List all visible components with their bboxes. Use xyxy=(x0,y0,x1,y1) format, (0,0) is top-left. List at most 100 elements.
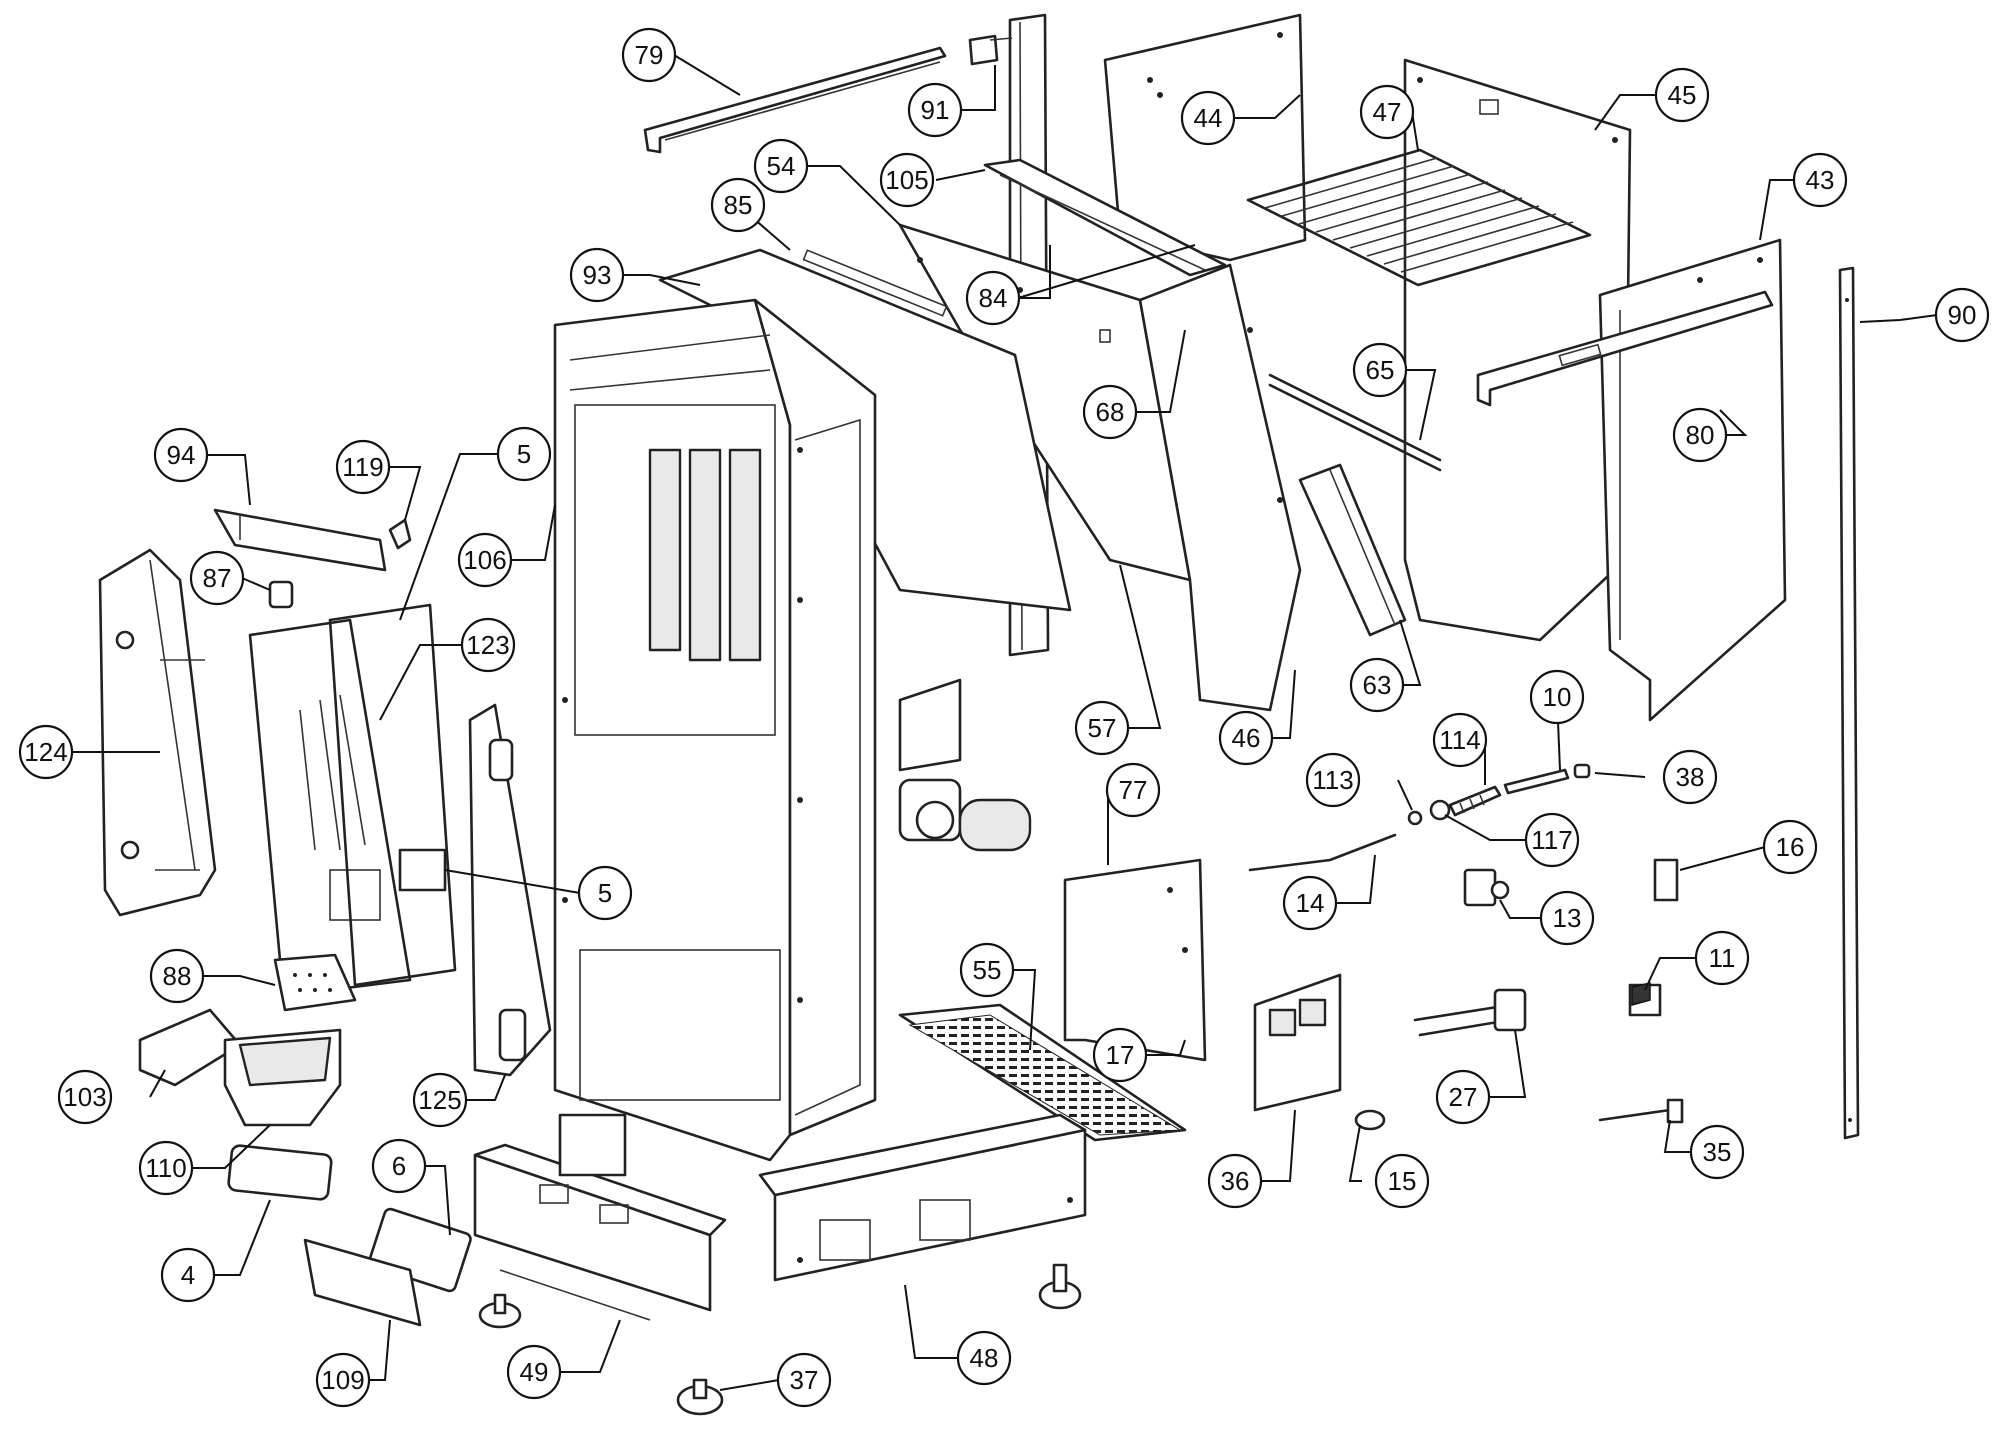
callout-label: 103 xyxy=(63,1082,106,1112)
part-90-long-strip xyxy=(1838,266,1860,1140)
callout-label: 68 xyxy=(1096,397,1125,427)
callout-11: 11 xyxy=(1694,930,1750,986)
leader-109 xyxy=(368,1319,391,1381)
part-37-feet xyxy=(478,1263,1082,1416)
callout-5a: 5 xyxy=(496,426,552,482)
callout-label: 91 xyxy=(921,95,950,125)
part-123-door-frame xyxy=(248,618,412,992)
part-77-mounting-plate xyxy=(1063,858,1207,1062)
callout-110: 110 xyxy=(138,1140,194,1196)
leader-84 xyxy=(1017,244,1196,299)
callout-label: 11 xyxy=(1709,943,1736,973)
callout-68: 68 xyxy=(1082,384,1138,440)
callout-37: 37 xyxy=(776,1352,832,1408)
callout-54: 54 xyxy=(753,138,809,194)
leader-94 xyxy=(206,454,251,506)
callout-label: 43 xyxy=(1806,165,1835,195)
part-15-sensor xyxy=(1354,1109,1386,1131)
callout-label: 37 xyxy=(790,1365,819,1395)
callout-16: 16 xyxy=(1762,819,1818,875)
callout-124: 124 xyxy=(18,724,74,780)
callout-label: 114 xyxy=(1439,725,1480,755)
callout-label: 105 xyxy=(885,165,928,195)
callout-label: 84 xyxy=(979,283,1008,313)
leader-5b xyxy=(444,869,581,894)
callout-label: 15 xyxy=(1388,1166,1417,1196)
leader-38 xyxy=(1594,772,1646,778)
leader-46 xyxy=(1271,669,1296,739)
part-103-cover xyxy=(138,1008,242,1087)
callout-label: 119 xyxy=(342,452,383,482)
callout-label: 35 xyxy=(1703,1137,1732,1167)
callout-15: 15 xyxy=(1374,1153,1430,1209)
callout-label: 94 xyxy=(167,440,196,470)
part-10-rod xyxy=(1503,768,1570,795)
leader-87 xyxy=(241,577,271,591)
part-124-door-panel xyxy=(98,548,217,917)
callout-94: 94 xyxy=(153,427,209,483)
callout-label: 46 xyxy=(1232,723,1261,753)
callout-label: 124 xyxy=(24,737,67,767)
part-117-bushing xyxy=(1429,799,1451,821)
part-125-side-panel xyxy=(468,703,552,1077)
callout-14: 14 xyxy=(1282,875,1338,931)
callout-117: 117 xyxy=(1524,812,1580,868)
leader-113 xyxy=(1397,779,1413,811)
leader-16 xyxy=(1679,846,1766,871)
leader-88 xyxy=(202,975,276,986)
part-4-gasket xyxy=(227,1144,333,1201)
callout-label: 47 xyxy=(1373,97,1402,127)
callout-label: 16 xyxy=(1776,832,1805,862)
callout-84: 84 xyxy=(965,270,1021,326)
callout-label: 44 xyxy=(1194,103,1223,133)
leader-105 xyxy=(935,169,986,181)
callout-43: 43 xyxy=(1792,152,1848,208)
callout-44: 44 xyxy=(1180,90,1236,146)
callout-27: 27 xyxy=(1435,1069,1491,1125)
callout-48: 48 xyxy=(956,1330,1012,1386)
callout-103: 103 xyxy=(57,1069,113,1125)
callout-87: 87 xyxy=(189,550,245,606)
part-88-burner-cover xyxy=(273,953,357,1012)
callout-label: 63 xyxy=(1363,670,1392,700)
callout-label: 113 xyxy=(1312,765,1353,795)
callout-106: 106 xyxy=(457,532,513,588)
callout-105: 105 xyxy=(879,152,935,208)
leader-125 xyxy=(465,1074,506,1101)
part-49-base-side xyxy=(473,1143,727,1321)
part-13-component xyxy=(1463,868,1510,907)
callout-label: 48 xyxy=(970,1343,999,1373)
part-114-spring xyxy=(1448,785,1502,817)
leader-117 xyxy=(1444,814,1527,841)
leader-63 xyxy=(1399,619,1422,686)
leader-103 xyxy=(149,1069,166,1098)
leader-68 xyxy=(1135,329,1186,413)
leader-91 xyxy=(960,65,996,111)
callout-label: 38 xyxy=(1676,762,1705,792)
leader-17 xyxy=(1145,1039,1186,1056)
part-109-plate xyxy=(303,1238,422,1327)
leader-4 xyxy=(213,1199,271,1276)
leader-11 xyxy=(1644,957,1697,991)
part-106-main-body xyxy=(553,298,877,1162)
leader-65 xyxy=(1405,369,1437,441)
callout-label: 17 xyxy=(1106,1040,1135,1070)
leader-90 xyxy=(1859,314,1938,323)
leader-119 xyxy=(388,466,422,521)
callout-123: 123 xyxy=(460,617,516,673)
part-11-switch xyxy=(1628,982,1662,1017)
leader-123 xyxy=(379,644,463,721)
callout-label: 125 xyxy=(418,1085,461,1115)
leader-57 xyxy=(1119,564,1162,729)
callout-49: 49 xyxy=(506,1344,562,1400)
callout-label: 13 xyxy=(1553,903,1582,933)
callout-93: 93 xyxy=(569,247,625,303)
callout-label: 77 xyxy=(1119,775,1148,805)
callout-119: 119 xyxy=(335,439,391,495)
callout-label: 87 xyxy=(203,563,232,593)
callout-36: 36 xyxy=(1207,1153,1263,1209)
part-36-control-board xyxy=(1253,973,1342,1112)
callout-55: 55 xyxy=(959,942,1015,998)
callout-88: 88 xyxy=(149,948,205,1004)
